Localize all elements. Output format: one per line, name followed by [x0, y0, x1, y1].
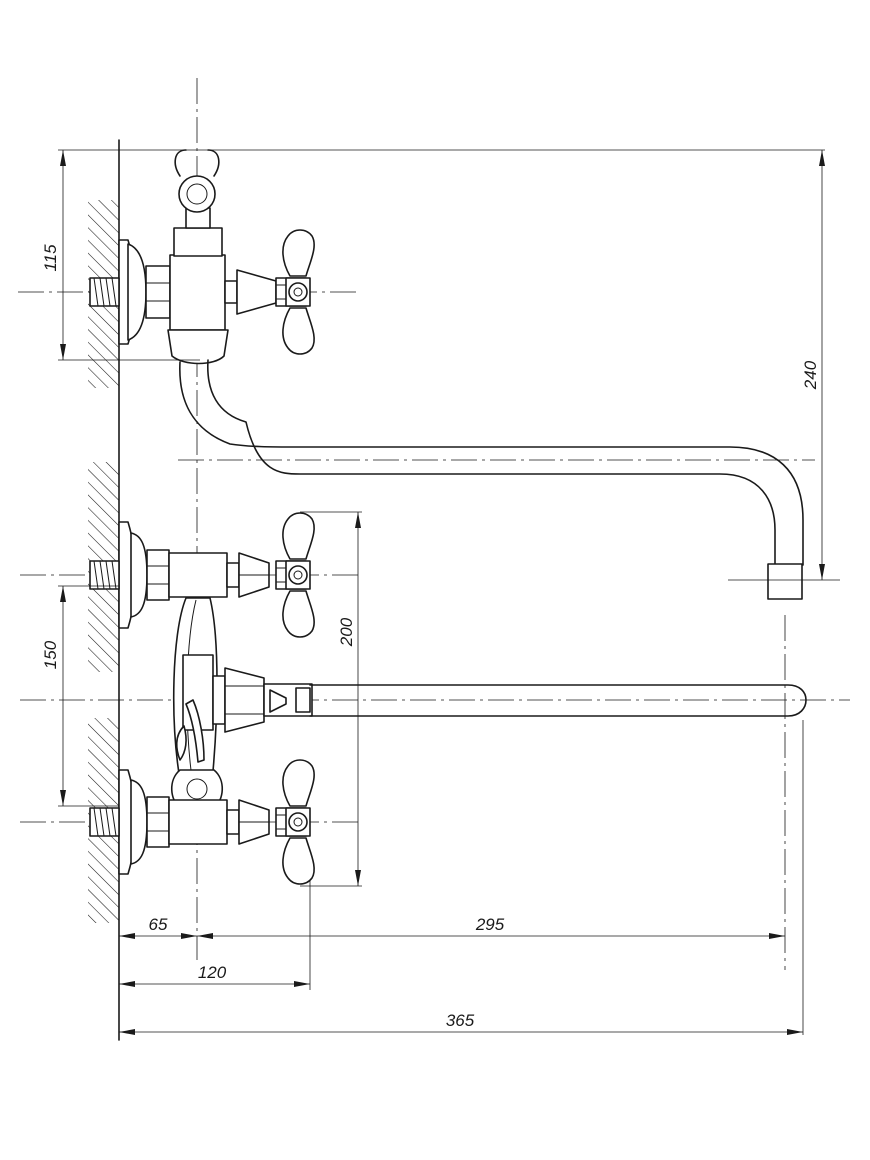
dimension-65: 65: [119, 915, 197, 939]
upper-valve-body: [127, 207, 277, 365]
upper-spout: [179, 359, 804, 600]
svg-text:295: 295: [475, 915, 505, 934]
svg-text:150: 150: [41, 640, 60, 669]
lower-cross-handle: [275, 759, 315, 885]
middle-cross-handle: [275, 512, 315, 638]
extension-lines: [58, 149, 840, 1040]
dimension-150: 150: [41, 586, 66, 806]
dimension-295: 295: [197, 915, 785, 939]
wall: [88, 139, 120, 1041]
dimension-365: 365: [119, 1011, 803, 1035]
dimension-200: 200: [337, 512, 361, 886]
dimension-240: 240: [801, 150, 825, 580]
svg-text:200: 200: [337, 617, 356, 647]
svg-text:65: 65: [149, 915, 168, 934]
svg-text:240: 240: [801, 360, 820, 390]
svg-text:120: 120: [198, 963, 227, 982]
svg-text:115: 115: [41, 244, 60, 272]
dimension-120: 120: [119, 963, 310, 987]
diverter: [175, 654, 807, 763]
svg-text:365: 365: [446, 1011, 475, 1030]
dimension-115: 115: [41, 150, 66, 360]
top-connector: [174, 149, 220, 213]
upper-cross-handle: [275, 229, 315, 355]
